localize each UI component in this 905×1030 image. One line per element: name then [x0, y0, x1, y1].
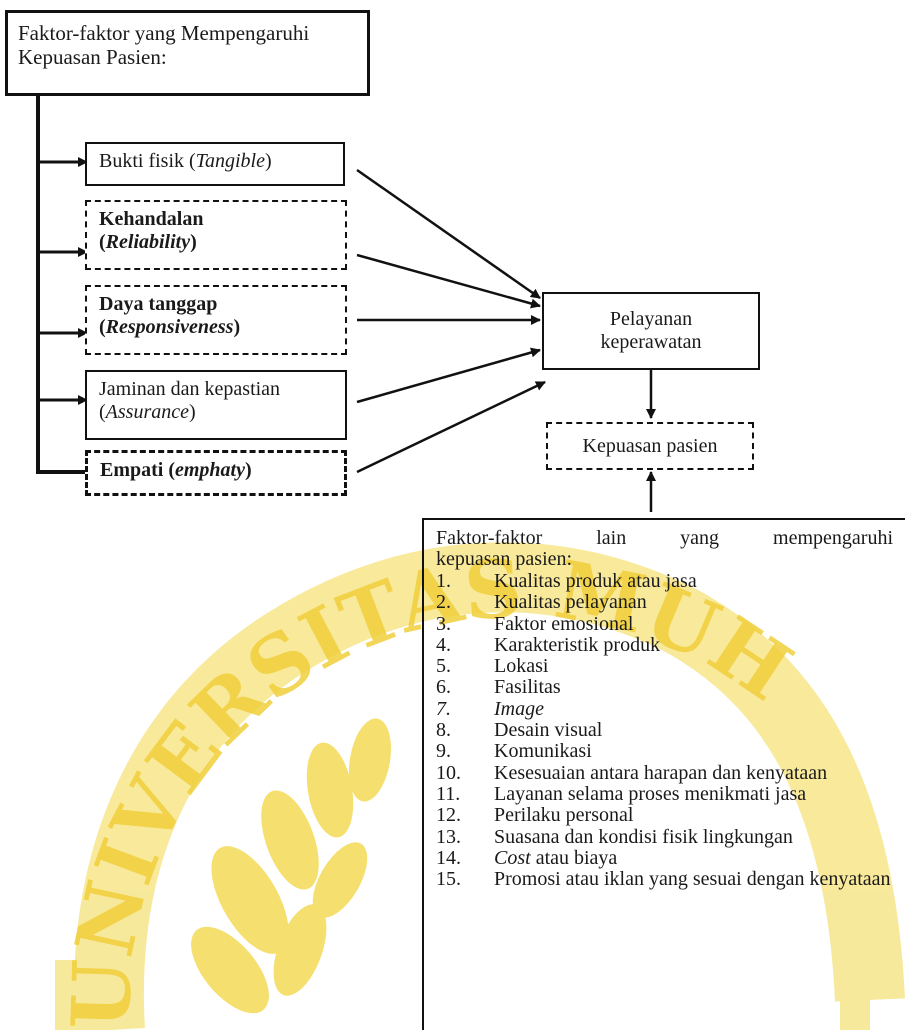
factors-title-box: Faktor-faktor yang Mempengaruhi Kepuasan…: [5, 10, 370, 96]
list-item: 13.Suasana dan kondisi fisik lingkungan: [436, 825, 793, 848]
nursing-service-line2: keperawatan: [600, 331, 702, 353]
list-item: 11.Layanan selama proses menikmati jasa: [436, 782, 807, 805]
patient-satisfaction-box: Kepuasan pasien: [546, 422, 754, 470]
patient-satisfaction-label: Kepuasan pasien: [582, 434, 718, 457]
factor-tangible-box: Bukti fisik (Tangible): [85, 142, 345, 186]
list-item: 9.Komunikasi: [436, 740, 592, 763]
factor-reliability-line1: Kehandalan: [99, 208, 204, 230]
list-item: 10.Kesesuaian antara harapan dan kenyata…: [436, 761, 828, 784]
factor-assurance-line2: (Assurance): [99, 401, 196, 423]
other-factors-heading-line1: Faktor-faktor lain yang mempengaruhi: [436, 527, 893, 549]
other-factors-heading-line2: kepuasan pasien:: [436, 548, 573, 570]
list-item: 1.Kualitas produk atau jasa: [436, 570, 697, 592]
list-item: 2.Kualitas pelayanan: [436, 591, 647, 614]
factors-title-line1: Faktor-faktor yang Mempengaruhi: [18, 21, 310, 45]
factor-empathy-label: Empati (emphaty): [100, 459, 252, 481]
factor-responsiveness-box: Daya tanggap (Responsiveness): [85, 285, 347, 355]
nursing-service-box: Pelayanan keperawatan: [542, 292, 760, 370]
factor-assurance-box: Jaminan dan kepastian (Assurance): [85, 370, 347, 440]
arrow-reliability-to-service: [356, 253, 541, 309]
list-item: 4.Karakteristik produk: [436, 633, 661, 656]
list-item: 3.Faktor emosional: [436, 612, 634, 635]
arrow-assurance-to-service: [356, 347, 541, 404]
factor-responsiveness-line1: Daya tanggap: [99, 293, 218, 315]
list-item: 7.Image: [436, 697, 544, 720]
list-item: 14.Cost atau biaya: [436, 846, 618, 869]
other-factors-list: 1.Kualitas produk atau jasa 2.Kualitas p…: [436, 570, 893, 891]
factors-title-line2: Kepuasan Pasien:: [18, 45, 167, 69]
arrow-tangible-to-service: [356, 168, 541, 300]
factor-responsiveness-line2: (Responsiveness): [99, 316, 241, 338]
factor-tangible-label: Bukti fisik (Tangible): [99, 150, 272, 172]
factor-reliability-line2: (Reliability): [99, 231, 197, 253]
list-item: 12.Perilaku personal: [436, 804, 634, 827]
list-item: 15.Promosi atau iklan yang sesuai dengan…: [436, 868, 891, 891]
factor-reliability-box: Kehandalan (Reliability): [85, 200, 347, 270]
factor-assurance-line1: Jaminan dan kepastian: [99, 378, 281, 400]
list-item: 6.Fasilitas: [436, 676, 561, 699]
list-item: 8.Desain visual: [436, 719, 603, 742]
other-factors-box: Faktor-faktor lain yang mempengaruhi kep…: [422, 518, 905, 1030]
arrow-empathy-to-service: [356, 380, 546, 474]
nursing-service-line1: Pelayanan: [609, 308, 693, 330]
factor-empathy-box: Empati (emphaty): [85, 450, 347, 496]
list-item: 5.Lokasi: [436, 655, 549, 678]
